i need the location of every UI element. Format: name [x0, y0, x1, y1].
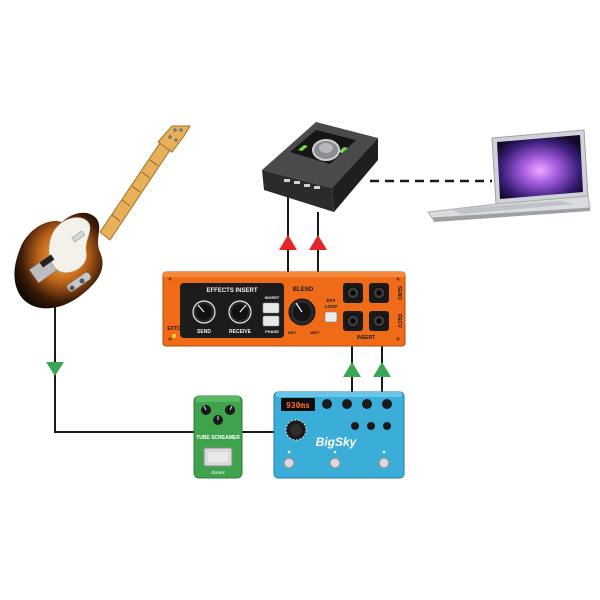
receive-knob-label: RECEIVE — [229, 329, 252, 335]
signal-arrows — [46, 235, 391, 377]
tone-knob[interactable] — [225, 405, 235, 415]
electric-guitar-icon — [14, 125, 191, 309]
brand-label: EXTC — [167, 326, 181, 332]
bigsky-display-value: 930ms — [286, 401, 310, 410]
jack-recv-2[interactable] — [369, 311, 389, 331]
jack-send-1[interactable] — [343, 283, 363, 303]
bigsky-knob-3[interactable] — [362, 399, 372, 409]
audio-interface-icon — [262, 122, 378, 212]
efx-loop-button[interactable] — [324, 311, 338, 323]
send-knob[interactable] — [192, 300, 216, 324]
bigsky-knob-4[interactable] — [382, 399, 392, 409]
arrow-up-insert-return-2 — [373, 362, 391, 377]
arrow-down-guitar-out — [46, 362, 64, 376]
arrow-up-interface-in-2 — [309, 235, 327, 250]
phase-label: PHASE — [265, 329, 279, 334]
tube-screamer-pedal: TUBE SCREAMER Ibanez — [193, 395, 243, 479]
receive-knob[interactable] — [228, 300, 252, 324]
arrow-up-insert-return-1 — [343, 362, 361, 377]
effects-insert-title: EFFECTS INSERT — [206, 288, 257, 294]
tube-screamer-name: TUBE SCREAMER — [196, 435, 240, 441]
insert-label: INSERT — [357, 335, 375, 341]
blend-knob[interactable] — [288, 298, 316, 326]
loop-label: LOOP — [325, 304, 338, 309]
laptop-icon — [427, 129, 591, 222]
bigsky-knob-5[interactable] — [351, 422, 359, 430]
phase-switch[interactable] — [262, 315, 280, 327]
bigsky-knob-2[interactable] — [342, 399, 352, 409]
drive-knob[interactable] — [201, 405, 211, 415]
efx-label: EFX — [327, 298, 336, 303]
bigsky-display — [281, 398, 315, 411]
send-knob-label: SEND — [197, 329, 211, 335]
insert-jack-panel — [343, 283, 389, 331]
invert-label: INVERT — [265, 295, 280, 300]
bigsky-footswitch-a[interactable] — [283, 457, 295, 469]
level-knob[interactable] — [213, 415, 223, 425]
tube-screamer-brand: Ibanez — [211, 470, 225, 475]
bigsky-knob-1[interactable] — [322, 399, 332, 409]
bigsky-footswitches — [283, 457, 390, 469]
arrow-up-interface-in-1 — [279, 235, 297, 250]
invert-switch[interactable] — [262, 302, 280, 314]
dry-label: DRY — [288, 330, 297, 335]
bigsky-type-selector[interactable] — [285, 419, 307, 441]
jack-recv-label: RECV — [396, 314, 402, 329]
bigsky-name: BigSky — [316, 435, 358, 449]
jack-send-label: SEND — [396, 286, 402, 300]
bigsky-footswitch-c[interactable] — [378, 457, 390, 469]
bigsky-pedal: 930ms BigSky — [273, 391, 405, 479]
effects-insert-unit: EFFECTS INSERT SEND RECEIVE INVERT PHASE… — [162, 271, 406, 347]
bigsky-knob-6[interactable] — [367, 422, 375, 430]
jack-recv-1[interactable] — [343, 311, 363, 331]
jack-send-2[interactable] — [369, 283, 389, 303]
bigsky-footswitch-b[interactable] — [329, 457, 341, 469]
blend-label: BLEND — [293, 287, 314, 293]
cable-guitar-to-tubescreamer — [54, 300, 200, 433]
power-led — [172, 334, 176, 338]
wet-label: WET — [311, 330, 320, 335]
bigsky-knob-7[interactable] — [383, 422, 391, 430]
bigsky-knobs-top — [322, 399, 392, 409]
